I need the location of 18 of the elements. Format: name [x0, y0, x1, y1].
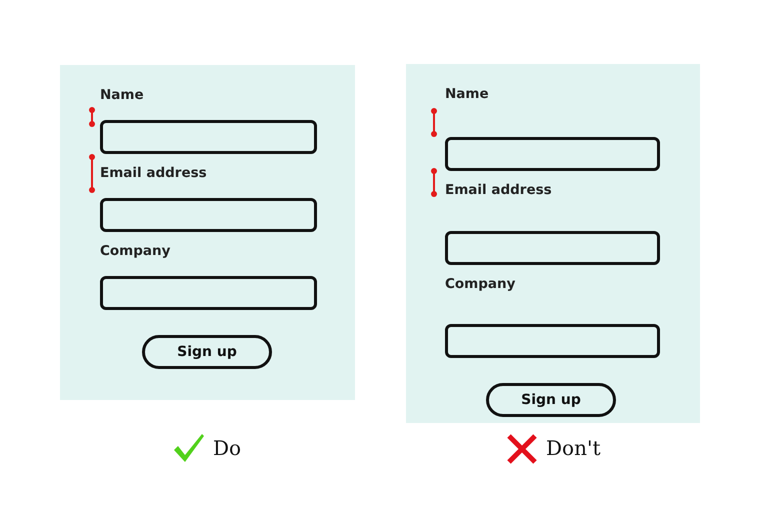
field-label: Name: [100, 87, 144, 103]
field-label: Company: [445, 276, 516, 292]
sign-up-button: Sign up: [142, 335, 272, 369]
field-label: Email address: [100, 165, 207, 181]
input-field: [100, 198, 317, 232]
sign-up-button: Sign up: [486, 383, 616, 417]
field-label: Company: [100, 243, 170, 259]
input-field: [445, 231, 660, 265]
field-label: Email address: [445, 182, 552, 198]
input-field: [445, 137, 660, 171]
field-label: Name: [445, 86, 489, 102]
node-label: Don't: [546, 436, 600, 460]
input-field: [100, 276, 317, 310]
form-panel: [60, 65, 355, 400]
input-field: [100, 120, 317, 154]
node-label: Do: [213, 436, 242, 460]
input-field: [445, 324, 660, 358]
form-panel: [406, 64, 700, 423]
